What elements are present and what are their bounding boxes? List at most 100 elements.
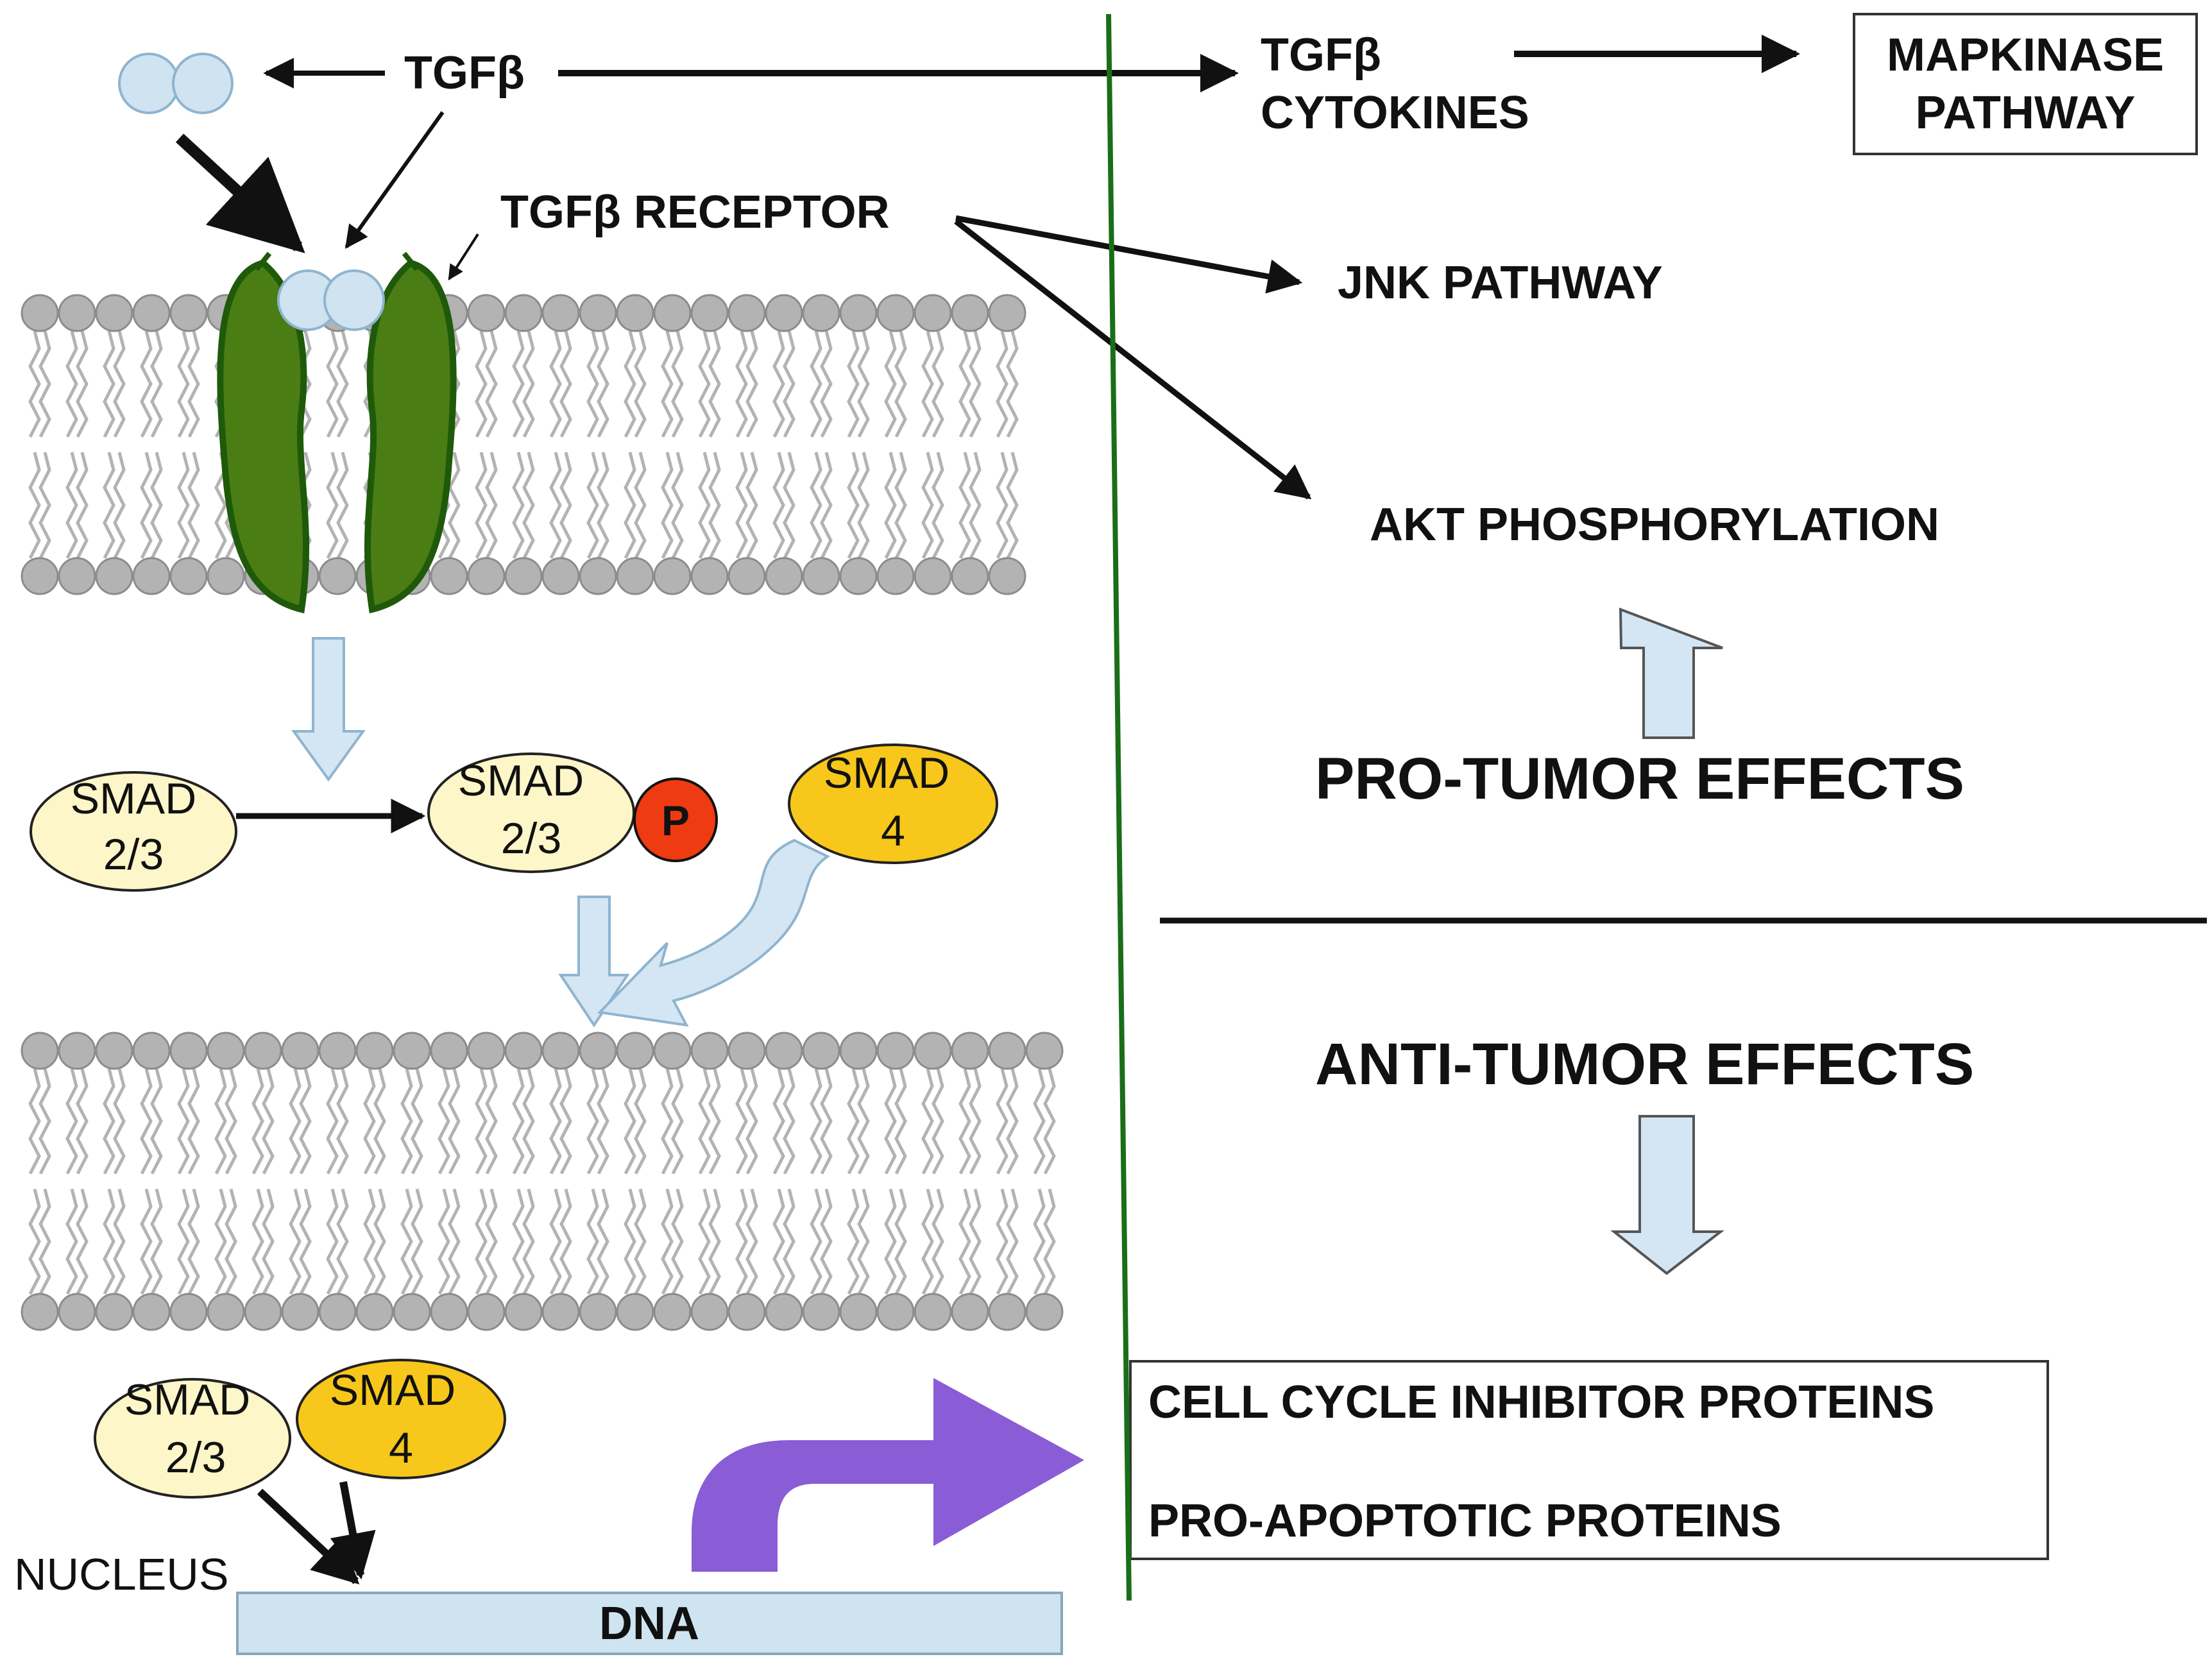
lipid-head bbox=[988, 557, 1026, 595]
anti-tumor-down-arrow bbox=[1610, 1115, 1724, 1275]
smad4-curved-arrow bbox=[597, 838, 831, 1027]
mapkinase-box bbox=[1853, 13, 2198, 155]
lipid-head bbox=[393, 1293, 431, 1331]
tgfb-cytokines-label-2: CYTOKINES bbox=[1261, 87, 1529, 139]
mapkinase-label-2: PATHWAY bbox=[1916, 87, 2136, 139]
lipid-tail bbox=[512, 1068, 525, 1175]
smad4-a-line2: 4 bbox=[881, 806, 905, 855]
lipid-tail bbox=[597, 1068, 609, 1175]
smad4-to-dna-arrow bbox=[330, 1481, 376, 1580]
lipid-tail bbox=[28, 452, 41, 559]
smad23-c-line2: 2/3 bbox=[166, 1433, 226, 1482]
lipid-head bbox=[169, 294, 208, 332]
lipid-tail bbox=[326, 452, 339, 559]
smad23-b-line1: SMAD bbox=[458, 756, 584, 805]
lipid-tail bbox=[522, 1188, 535, 1295]
lipid-tail bbox=[857, 1188, 870, 1295]
lipid-tail bbox=[512, 330, 525, 438]
lipid-tail bbox=[438, 1068, 450, 1175]
lipid-tail bbox=[225, 1188, 237, 1295]
lipid-tail bbox=[512, 1188, 525, 1295]
lipid-tail bbox=[448, 1068, 461, 1175]
lipid-tail bbox=[225, 1068, 237, 1175]
lipid-tail bbox=[820, 1188, 833, 1295]
lipid-tail bbox=[326, 330, 339, 438]
lipid-tail bbox=[810, 1188, 822, 1295]
lipid-tail bbox=[113, 452, 126, 559]
lipid-head bbox=[132, 557, 171, 595]
lipid-head bbox=[281, 1032, 319, 1070]
lipid-tail bbox=[932, 1188, 944, 1295]
lipid-tail bbox=[103, 1068, 115, 1175]
lipid-tail bbox=[894, 1068, 907, 1175]
arrow-tgfb-to-receptor bbox=[345, 111, 445, 249]
nucleus-label: NUCLEUS bbox=[14, 1549, 229, 1599]
lipid-tail bbox=[661, 330, 674, 438]
lipid-tail bbox=[698, 452, 711, 559]
nuclear-membrane bbox=[21, 1032, 1064, 1331]
lipid-head bbox=[579, 1032, 617, 1070]
lipid-head bbox=[467, 557, 506, 595]
lipid-tail bbox=[772, 1068, 785, 1175]
lipid-tail bbox=[438, 1188, 450, 1295]
lipid-head bbox=[21, 1032, 59, 1070]
smad23-nuclear: SMAD 2/3 bbox=[94, 1375, 291, 1499]
lipid-tail bbox=[140, 1188, 153, 1295]
arrow-ligand-to-receptor bbox=[175, 133, 305, 253]
lipid-tail bbox=[932, 330, 944, 438]
lipid-tail bbox=[187, 1188, 200, 1295]
lipid-tail bbox=[38, 1188, 51, 1295]
lipid-head bbox=[169, 557, 208, 595]
lipid-tail bbox=[772, 452, 785, 559]
lipid-head bbox=[58, 1293, 96, 1331]
lipid-tail bbox=[958, 1188, 971, 1295]
lipid-tail bbox=[671, 1188, 684, 1295]
lipid-head bbox=[802, 557, 840, 595]
lipid-tail bbox=[661, 1068, 674, 1175]
lipid-head bbox=[95, 1032, 133, 1070]
lipid-tail bbox=[894, 452, 907, 559]
lipid-head bbox=[951, 1032, 989, 1070]
arrow-to-jnk bbox=[955, 215, 1303, 294]
lipid-tail bbox=[820, 330, 833, 438]
lipid-tail bbox=[363, 1188, 376, 1295]
lipid-tail bbox=[262, 1068, 275, 1175]
lipid-tail bbox=[624, 452, 636, 559]
lipid-tail bbox=[113, 1188, 126, 1295]
lipid-tail bbox=[549, 1188, 562, 1295]
lipid-head bbox=[690, 1293, 729, 1331]
lipid-tail bbox=[783, 452, 795, 559]
lipid-tail bbox=[65, 330, 78, 438]
lipid-tail bbox=[671, 1068, 684, 1175]
lipid-tail bbox=[150, 1188, 163, 1295]
lipid-head bbox=[95, 294, 133, 332]
lipid-tail bbox=[326, 1068, 339, 1175]
lipid-tail bbox=[745, 1068, 758, 1175]
lipid-head bbox=[281, 1293, 319, 1331]
lipid-tail bbox=[76, 452, 89, 559]
lipid-head bbox=[58, 557, 96, 595]
lipid-head bbox=[951, 1293, 989, 1331]
lipid-head bbox=[21, 1293, 59, 1331]
lipid-tail bbox=[336, 330, 349, 438]
lipid-tail bbox=[187, 452, 200, 559]
lipid-tail bbox=[894, 330, 907, 438]
lipid-tail bbox=[38, 452, 51, 559]
anti-tumor-effects-label: ANTI-TUMOR EFFECTS bbox=[1315, 1032, 1974, 1097]
lipid-head bbox=[616, 557, 654, 595]
lipid-tail bbox=[921, 452, 934, 559]
lipid-tail bbox=[969, 1188, 982, 1295]
lipid-tail bbox=[177, 330, 190, 438]
lipid-head bbox=[58, 1032, 96, 1070]
lipid-tail bbox=[958, 452, 971, 559]
lipid-tail bbox=[76, 1188, 89, 1295]
lipid-tail bbox=[698, 1188, 711, 1295]
smad23-a-line1: SMAD bbox=[71, 774, 196, 823]
lipid-tail bbox=[549, 1068, 562, 1175]
lipid-tail bbox=[177, 1068, 190, 1175]
lipid-tail bbox=[634, 1068, 647, 1175]
lipid-head bbox=[988, 1293, 1026, 1331]
receptor-to-smad-arrow bbox=[291, 637, 366, 782]
lipid-head bbox=[765, 557, 803, 595]
lipid-tail bbox=[745, 452, 758, 559]
